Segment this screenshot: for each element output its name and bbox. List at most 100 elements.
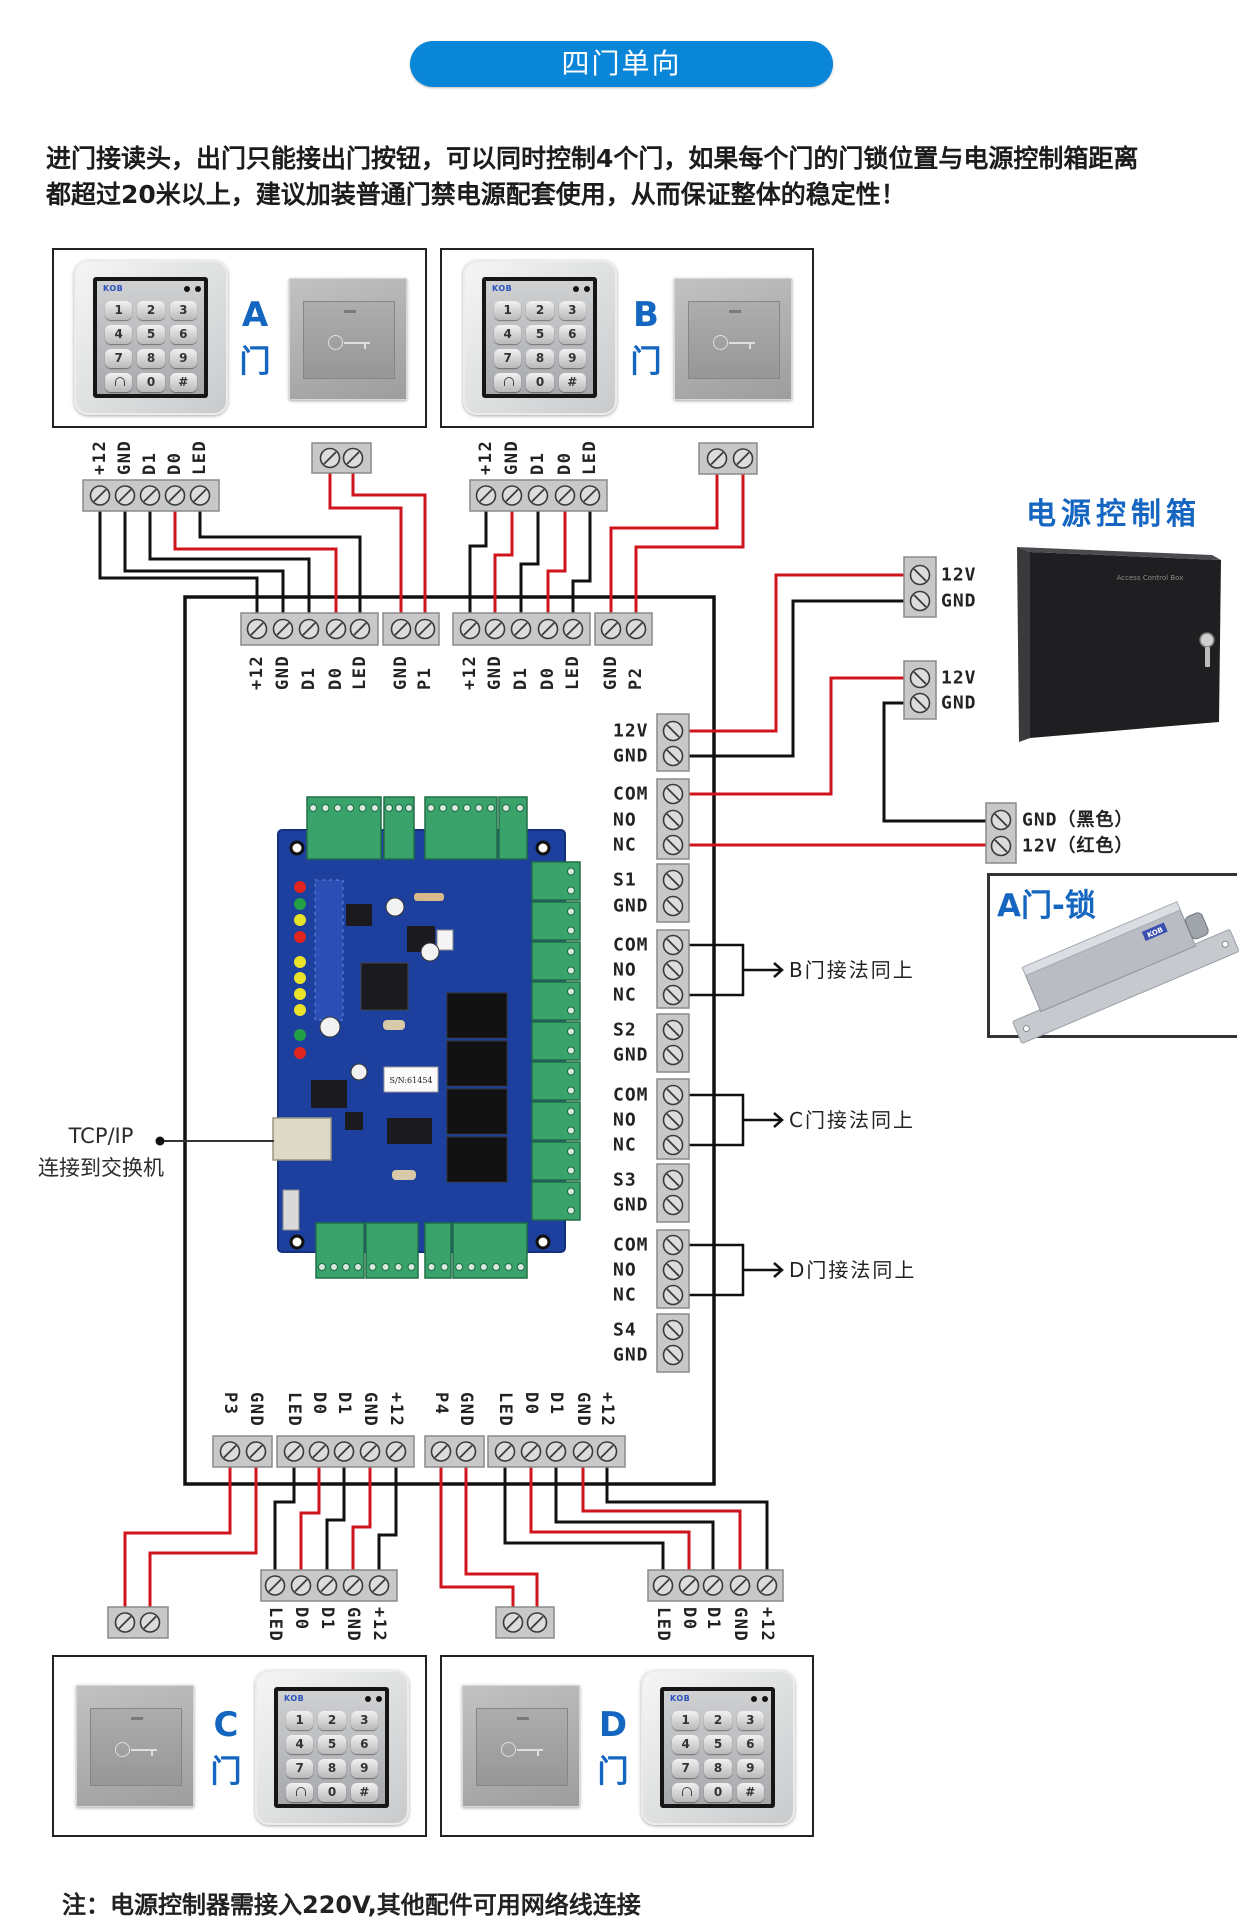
- door-char: 门: [597, 1754, 629, 1790]
- terminal-label: NO: [613, 1260, 637, 1281]
- screw-slot: [666, 749, 680, 763]
- board-led-red: [294, 1047, 306, 1059]
- connector-pin: [567, 926, 575, 935]
- door-c-exit-button: [76, 1685, 194, 1807]
- wire-b-reader-d0: [546, 511, 567, 613]
- screw-slot: [549, 1444, 563, 1459]
- screw-slot: [488, 622, 502, 636]
- screw-slot: [666, 1113, 680, 1127]
- keypad-key-bell: [105, 373, 133, 392]
- keypad-key: 3: [736, 1711, 764, 1730]
- bell-icon: [295, 1787, 306, 1796]
- terminal-label: LED: [580, 440, 600, 475]
- connector-pin: [407, 1263, 416, 1271]
- door-d-exit-button: [462, 1685, 580, 1807]
- board-crystal: [392, 1170, 416, 1180]
- keypad-key: 0: [704, 1783, 732, 1802]
- bell-icon: [114, 377, 125, 386]
- screw-slot: [666, 963, 680, 977]
- connector-pin: [318, 1263, 326, 1271]
- terminal-label: D1: [299, 667, 319, 690]
- keypad-key-bell: [494, 373, 522, 392]
- wire-c-reader-gnd: [351, 1467, 372, 1570]
- screw-slot: [337, 1444, 351, 1459]
- keypad-key: 5: [704, 1735, 732, 1754]
- keypad-key: 0: [137, 373, 165, 392]
- arrow-head-icon: [773, 962, 784, 978]
- door-char: 门: [630, 344, 662, 380]
- terminal-label: D0: [309, 1392, 329, 1415]
- wire-com-to-psu-12v: [673, 676, 920, 796]
- connector-pin: [342, 1263, 350, 1271]
- screw-slot: [666, 899, 680, 913]
- connector-pin: [405, 804, 413, 812]
- terminal-label: D0: [679, 1607, 699, 1630]
- screw-slot: [143, 1615, 157, 1630]
- screw-slot: [566, 622, 580, 636]
- wire-psu-gnd-to-lock: [882, 701, 1001, 823]
- board-serial-number: S/N:61454: [389, 1076, 432, 1085]
- terminal-label: LED: [653, 1607, 673, 1642]
- keypad-key: 1: [672, 1711, 700, 1730]
- terminal-label: GND: [613, 1045, 649, 1066]
- electric-bolt-lock-image: KOB: [1012, 901, 1240, 1044]
- keypad-key: 2: [526, 301, 554, 320]
- connector-pin: [504, 1263, 513, 1271]
- connector-pin: [394, 1263, 403, 1271]
- terminal-label: GND: [613, 1345, 649, 1366]
- connector-pin: [567, 1166, 575, 1175]
- connector-pin: [370, 804, 379, 812]
- screw-slot: [913, 671, 927, 685]
- door-b-label: B 门: [627, 296, 665, 380]
- keypad-key: 7: [672, 1759, 700, 1778]
- board-capacitor: [420, 942, 440, 962]
- relay-bracket-c: [673, 1093, 784, 1147]
- connector-pin: [381, 1263, 390, 1271]
- connector-pin: [567, 867, 575, 876]
- key-tooth: [749, 342, 751, 349]
- screw-slot: [479, 488, 493, 503]
- wire-c-reader-led: [273, 1467, 296, 1570]
- terminal-label: NO: [613, 810, 637, 831]
- key-icon: [115, 1742, 130, 1757]
- page-title: 四门单向: [410, 41, 833, 87]
- keypad-key: 4: [494, 325, 522, 344]
- keypad-key: 9: [558, 349, 586, 368]
- screw-slot: [600, 1444, 614, 1459]
- screw-slot: [583, 488, 597, 503]
- terminal-label: COM: [613, 1235, 649, 1256]
- connector-pin: [368, 1263, 377, 1271]
- screw-slot: [268, 1578, 282, 1593]
- board-relay: [446, 992, 508, 1039]
- network-description: 连接到交换机: [38, 1156, 164, 1180]
- board-connector: [531, 1141, 581, 1181]
- wire-c-exit-2: [148, 1467, 258, 1607]
- lock-brand-label: [1141, 922, 1168, 942]
- wire-b-reader-d1: [519, 511, 540, 613]
- bell-icon: [681, 1787, 692, 1796]
- keypad-brand-logo: KOB: [103, 284, 124, 293]
- terminal-label: S1: [613, 870, 637, 891]
- screw-slot: [666, 1173, 680, 1187]
- terminal-label: +12: [460, 655, 480, 690]
- keypad-key: 5: [526, 325, 554, 344]
- network-pointer-dot: [155, 1136, 165, 1146]
- screw-slot: [93, 488, 107, 503]
- connector-pin: [427, 1263, 436, 1271]
- keypad-indicator-icon: [365, 1696, 371, 1702]
- wires: [98, 473, 1001, 1607]
- wire-board-gnd-to-psu: [673, 599, 920, 758]
- terminal-label: COM: [613, 935, 649, 956]
- screw-slot: [913, 594, 927, 608]
- connector-pin: [567, 1006, 575, 1015]
- terminal-label: NC: [613, 835, 637, 856]
- terminal-label: GND: [573, 1392, 593, 1427]
- connector-pin: [567, 1086, 575, 1095]
- screw-slot: [389, 1444, 403, 1459]
